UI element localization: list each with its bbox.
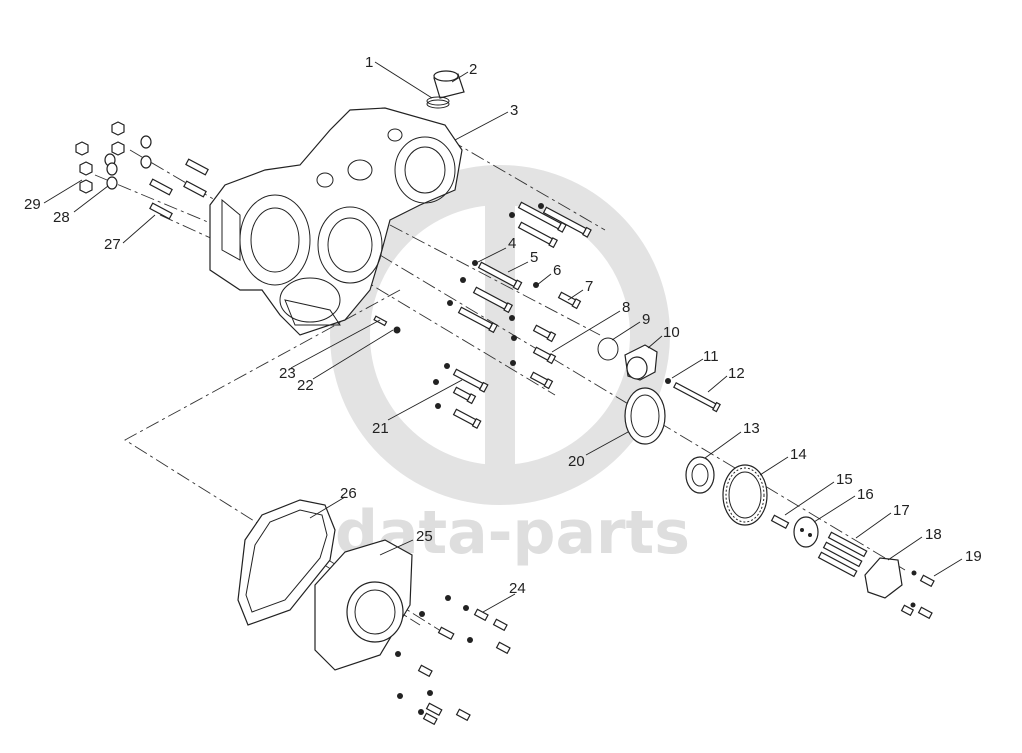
callout-15: 15 bbox=[836, 471, 853, 488]
callout-22: 22 bbox=[297, 377, 314, 394]
sensor-assembly bbox=[597, 337, 721, 413]
watermark-stem bbox=[485, 185, 515, 485]
timing-housing bbox=[209, 107, 463, 336]
callout-2: 2 bbox=[469, 61, 477, 78]
callout-28: 28 bbox=[53, 209, 70, 226]
callout-26: 26 bbox=[340, 485, 357, 502]
callout-8: 8 bbox=[622, 299, 630, 316]
callout-3: 3 bbox=[510, 102, 518, 119]
callout-25: 25 bbox=[416, 528, 433, 545]
callout-19: 19 bbox=[965, 548, 982, 565]
callout-16: 16 bbox=[857, 486, 874, 503]
left-fasteners bbox=[75, 121, 209, 220]
callout-6: 6 bbox=[553, 262, 561, 279]
callout-18: 18 bbox=[925, 526, 942, 543]
callout-12: 12 bbox=[728, 365, 745, 382]
callout-23: 23 bbox=[279, 365, 296, 382]
callout-13: 13 bbox=[743, 420, 760, 437]
housing-bolts bbox=[373, 201, 592, 430]
callout-4: 4 bbox=[508, 235, 516, 252]
gear-train bbox=[685, 456, 935, 620]
callout-24: 24 bbox=[509, 580, 526, 597]
callout-27: 27 bbox=[104, 236, 121, 253]
callout-labels: 1 2 3 4 5 6 7 8 9 10 11 12 13 14 15 16 1… bbox=[24, 54, 982, 597]
oil-seal bbox=[624, 387, 666, 445]
callout-21: 21 bbox=[372, 420, 389, 437]
filler-cap bbox=[426, 70, 465, 109]
callout-20: 20 bbox=[568, 453, 585, 470]
callout-5: 5 bbox=[530, 249, 538, 266]
cover-gasket bbox=[237, 499, 413, 671]
leader-lines bbox=[43, 61, 963, 613]
callout-7: 7 bbox=[585, 278, 593, 295]
callout-14: 14 bbox=[790, 446, 807, 463]
callout-1: 1 bbox=[365, 54, 373, 71]
callout-10: 10 bbox=[663, 324, 680, 341]
callout-17: 17 bbox=[893, 502, 910, 519]
cover-bolts bbox=[395, 595, 511, 726]
callout-11: 11 bbox=[703, 348, 719, 365]
callout-9: 9 bbox=[642, 311, 650, 328]
callout-29: 29 bbox=[24, 196, 41, 213]
